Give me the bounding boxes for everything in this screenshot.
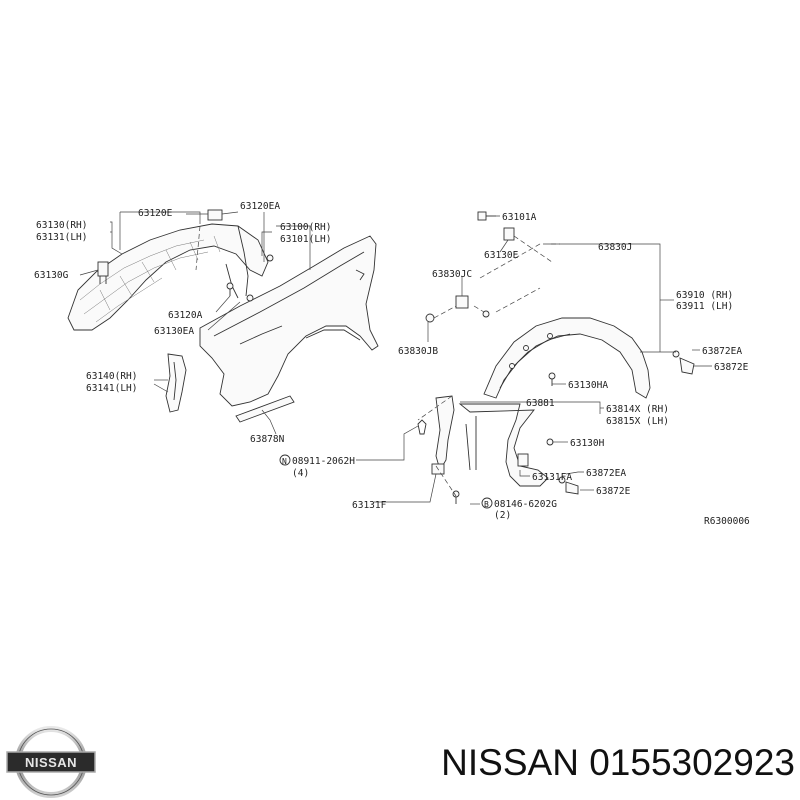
label-08146: 08146-6202G <box>494 499 557 510</box>
rear-mud-guard <box>435 395 549 487</box>
diagram-reference-code: R6300006 <box>704 516 750 527</box>
label-63120EA: 63120EA <box>240 201 280 212</box>
small-fasteners <box>226 254 427 435</box>
label-63872E-lower: 63872E <box>596 486 631 497</box>
logo-wordmark: NISSAN <box>25 755 77 770</box>
label-63130RH: 63130(RH) <box>36 220 87 231</box>
label-63130G: 63130G <box>34 270 69 281</box>
label-63878N: 63878N <box>250 434 285 445</box>
label-08911: 08911-2062H <box>292 456 355 467</box>
label-63830J: 63830J <box>598 242 632 253</box>
fender-bracket <box>165 353 187 413</box>
label-63101A: 63101A <box>502 212 537 223</box>
label-63120E: 63120E <box>138 208 173 219</box>
label-63131F: 63131F <box>352 500 387 511</box>
label-63911LH: 63911 (LH) <box>676 301 733 312</box>
label-63141LH: 63141(LH) <box>86 383 137 394</box>
part-caption: NISSAN 0155302923 <box>355 738 795 788</box>
leader-lines <box>79 211 712 505</box>
front-fender <box>199 235 379 407</box>
callout-labels: 63120E 63120EA 63130(RH) 63131(LH) 63130… <box>34 201 750 527</box>
label-63130EA: 63130EA <box>154 326 194 337</box>
label-63120A: 63120A <box>168 310 203 321</box>
rear-fasteners <box>425 211 695 504</box>
label-63910RH: 63910 (RH) <box>676 290 733 301</box>
label-63872E-upper: 63872E <box>714 362 749 373</box>
nissan-logo: NISSAN <box>6 726 96 798</box>
label-63131FA: 63131FA <box>532 472 572 483</box>
label-63131LH: 63131(LH) <box>36 232 87 243</box>
caption-brand: NISSAN <box>441 742 579 783</box>
label-63130HA: 63130HA <box>568 380 608 391</box>
label-63130H: 63130H <box>570 438 605 449</box>
label-63815X: 63815X (LH) <box>606 416 669 427</box>
label-63872EA-upper: 63872EA <box>702 346 742 357</box>
label-63140RH: 63140(RH) <box>86 371 137 382</box>
label-08146-symbol: B <box>484 500 489 509</box>
rear-arch-molding <box>483 317 651 399</box>
label-63100RH: 63100(RH) <box>280 222 331 233</box>
label-63814X: 63814X (RH) <box>606 404 669 415</box>
label-08911-qty: (4) <box>292 468 309 479</box>
label-63881: 63881 <box>526 398 555 409</box>
label-63830JB: 63830JB <box>398 346 438 357</box>
inner-fender-liner <box>67 209 269 331</box>
label-63872EA-lower: 63872EA <box>586 468 626 479</box>
label-63830JC: 63830JC <box>432 269 472 280</box>
caption-part-number: 0155302923 <box>589 742 795 783</box>
label-63101LH: 63101(LH) <box>280 234 331 245</box>
label-63130E: 63130E <box>484 250 519 261</box>
fender-molding <box>235 395 295 423</box>
label-08911-symbol: N <box>282 457 287 466</box>
label-08146-qty: (2) <box>494 510 511 521</box>
